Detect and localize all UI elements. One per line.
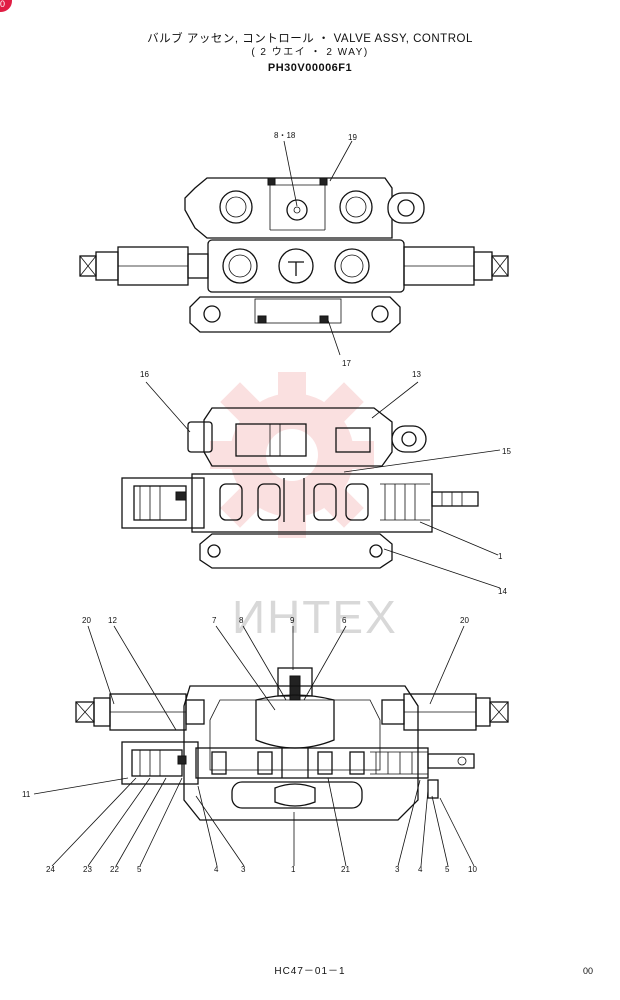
callout-23: 23: [83, 865, 92, 874]
callout-14: 14: [498, 587, 507, 596]
callout-6: 6: [342, 616, 347, 625]
title-line-1: バルブ アッセン, コントロール ・ VALVE ASSY, CONTROL: [147, 33, 473, 45]
callout-19: 19: [348, 133, 357, 142]
callout-21: 21: [341, 865, 350, 874]
callout-9: 9: [290, 616, 295, 625]
callout-20-right: 20: [460, 616, 469, 625]
callout-7: 7: [212, 616, 217, 625]
callout-10: 10: [468, 865, 477, 874]
callout-17: 17: [342, 359, 351, 368]
callout-11: 11: [22, 790, 31, 799]
callout-24: 24: [46, 865, 55, 874]
top-view: [79, 140, 509, 356]
callout-22: 22: [110, 865, 119, 874]
callout-3-left: 3: [241, 865, 246, 874]
watermark-text: ИНТЕХ: [232, 591, 398, 643]
callout-3-right: 3: [395, 865, 400, 874]
callout-labels: 8・18 19 17 16 13 15 1 14 20 12 7 8 9 6 2…: [22, 131, 511, 874]
callout-1-bottom: 1: [291, 865, 296, 874]
callout-4-right: 4: [418, 865, 423, 874]
callout-5-right: 5: [445, 865, 450, 874]
callout-1-middle: 1: [498, 552, 503, 561]
callout-5-left: 5: [137, 865, 142, 874]
callout-12: 12: [108, 616, 117, 625]
bottom-view: [33, 625, 509, 867]
callout-8: 8: [239, 616, 244, 625]
callout-20-left: 20: [82, 616, 91, 625]
page-number: 00: [583, 966, 594, 976]
middle-view: [121, 381, 501, 589]
footer-code: HC47－01－1: [274, 966, 346, 977]
callout-15: 15: [502, 447, 511, 456]
callout-4-left: 4: [214, 865, 219, 874]
callout-13: 13: [412, 370, 421, 379]
part-number: PH30V00006F1: [267, 62, 353, 74]
watermark-gear-logo: [210, 372, 374, 538]
callout-16: 16: [140, 370, 149, 379]
callout-8-18: 8・18: [274, 131, 296, 140]
title-line-2: ( 2 ウエイ ・ 2 WAY): [251, 47, 369, 58]
